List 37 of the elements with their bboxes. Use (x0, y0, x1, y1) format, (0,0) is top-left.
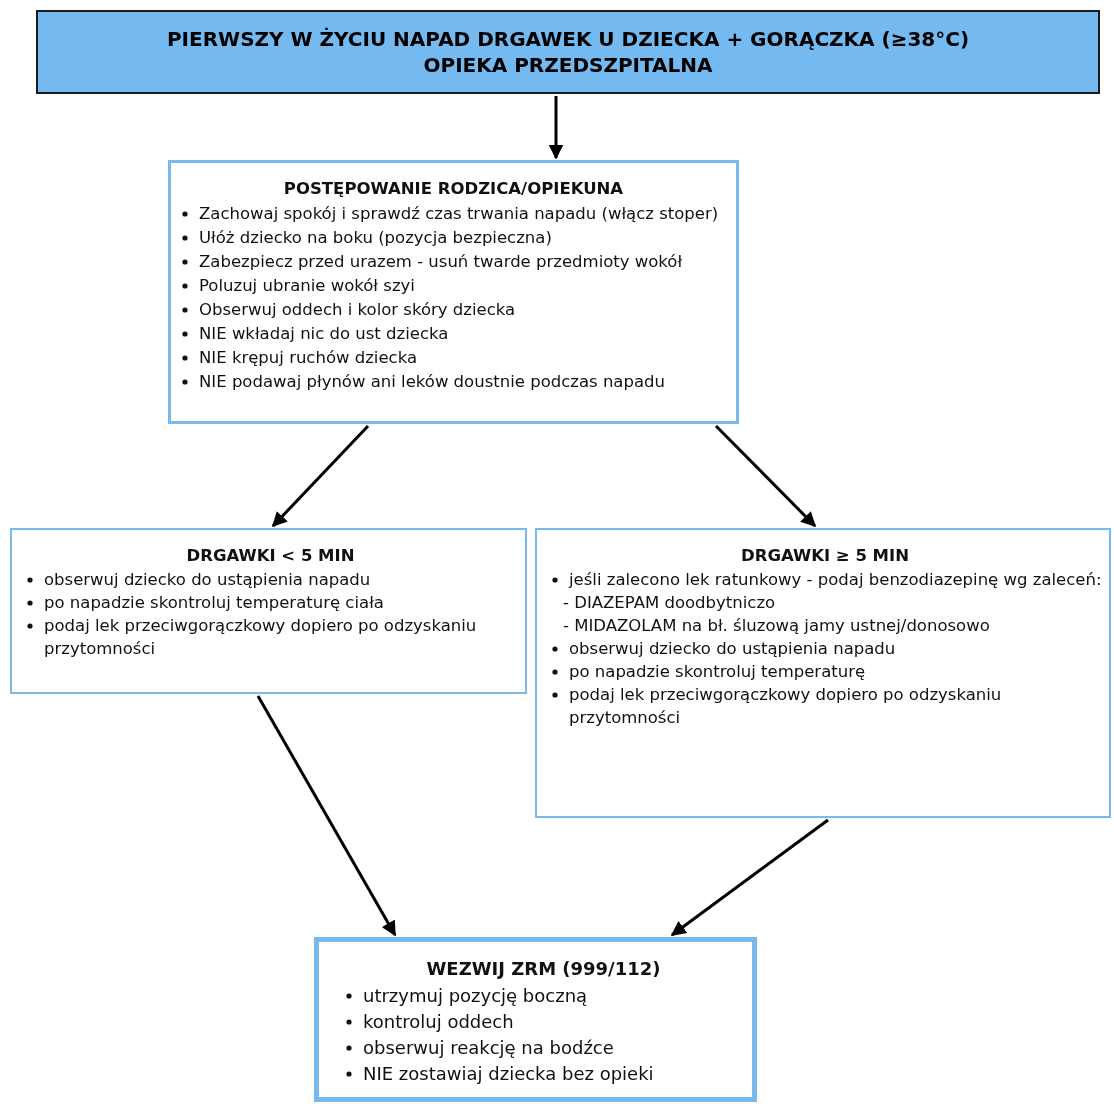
list-item: Zachowaj spokój i sprawdź czas trwania napadu (włącz stoper) (199, 204, 719, 223)
list-item: - MIDAZOLAM na bł. śluzową jamy ustnej/donosowo (563, 616, 990, 635)
box-heading: DRGAWKI < 5 MIN (185, 545, 356, 567)
step-box (10, 528, 527, 694)
step-box (535, 528, 1111, 818)
arrow (670, 818, 829, 937)
box-heading: DRGAWKI ≥ 5 MIN (740, 545, 910, 567)
list-item: Zabezpiecz przed urazem - usuń twarde przedmioty wokół (199, 252, 683, 271)
list-item: po napadzie skontroluj temperaturę ciała (44, 593, 384, 612)
box-heading: WEZWIJ ZRM (999/112) (425, 957, 662, 981)
list-item: Ułóż dziecko na boku (pozycja bezpieczna) (199, 228, 552, 247)
list-item: NIE podawaj płynów ani leków doustnie podczas napadu (199, 372, 665, 391)
list-item: obserwuj dziecko do ustąpienia napadu (569, 639, 896, 658)
step-box (168, 160, 739, 424)
arrow (548, 96, 564, 160)
list-item: jeśli zalecono lek ratunkowy - podaj benzodiazepinę wg zaleceń: (569, 570, 1102, 589)
list-item: utrzymuj pozycję boczną (363, 985, 588, 1006)
arrow (714, 424, 817, 528)
arrow (271, 424, 370, 528)
list-item: obserwuj dziecko do ustąpienia napadu (44, 570, 371, 589)
box-heading: POSTĘPOWANIE RODZICA/OPIEKUNA (282, 178, 625, 200)
banner-text: PIERWSZY W ŻYCIU NAPAD DRGAWEK U DZIECKA + GORĄCZKA (≥38°C) (166, 26, 970, 52)
list-item: NIE wkładaj nic do ust dziecka (199, 324, 449, 343)
banner-text: OPIEKA PRZEDSZPITALNA (423, 52, 713, 78)
list-item: podaj lek przeciwgorączkowy dopiero po odzyskaniu przytomności (44, 616, 477, 658)
list-item: obserwuj reakcję na bodźce (363, 1037, 614, 1058)
list-item: po napadzie skontroluj temperaturę (569, 662, 866, 681)
list-item: Poluzuj ubranie wokół szyi (199, 276, 415, 295)
title-banner (36, 10, 1100, 94)
step-box (314, 937, 757, 1102)
list-item: NIE krępuj ruchów dziecka (199, 348, 418, 367)
list-item: podaj lek przeciwgorączkowy dopiero po odzyskaniu przytomności (569, 685, 1002, 727)
list-item: NIE zostawiaj dziecka bez opieki (363, 1063, 654, 1084)
arrow (256, 695, 397, 937)
list-item: Obserwuj oddech i kolor skóry dziecka (199, 300, 516, 319)
list-item: - DIAZEPAM doodbytniczo (563, 593, 776, 612)
list-item: kontroluj oddech (363, 1011, 514, 1032)
